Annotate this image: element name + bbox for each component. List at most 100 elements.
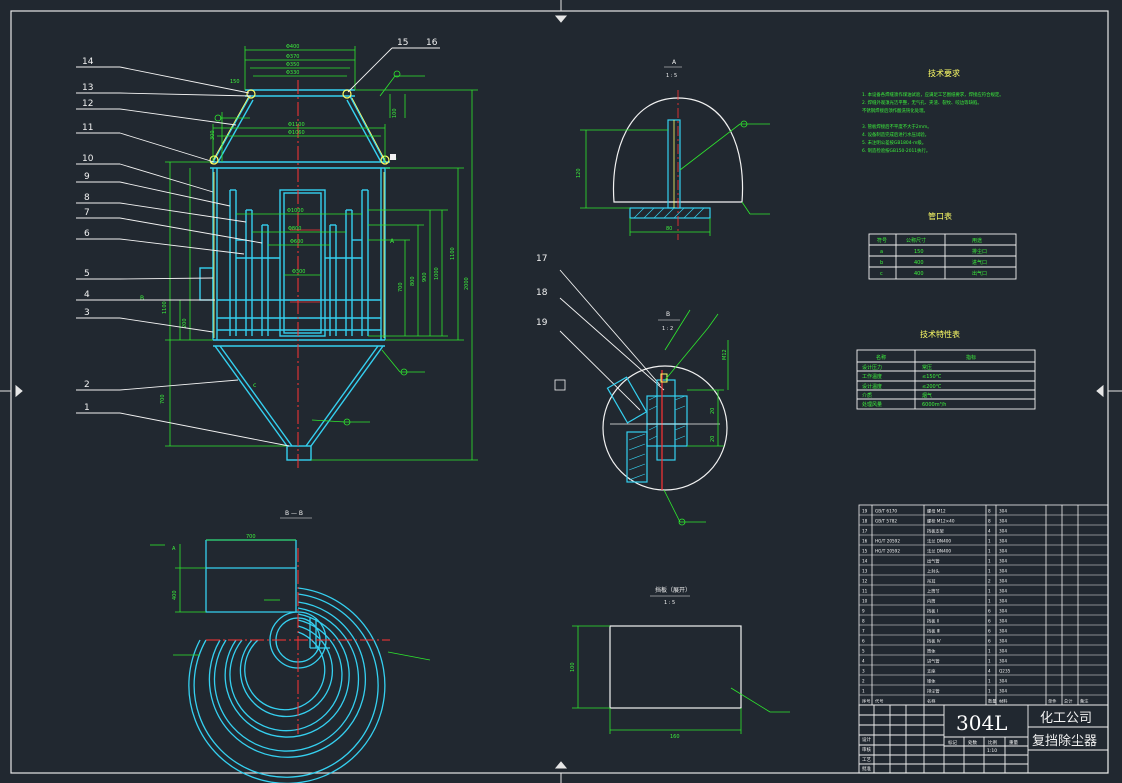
parts-cell: 进气管 [927,658,940,665]
parts-cell: 304 [999,619,1007,624]
svg-text:100: 100 [392,108,398,118]
parts-cell: 1 [988,649,991,654]
parts-cell: 8 [862,619,865,624]
svg-text:100: 100 [570,662,576,672]
notes-line-6: 5. 未注明公差按GB1804-m级。 [862,139,926,146]
parts-cell: 1 [988,589,991,594]
parts-cell: 19 [862,509,868,514]
notes-line-5: 4. 设备制造完成后进行水压试验。 [862,131,929,138]
parts-cell: 螺栓 M12×40 [927,518,955,525]
parts-header-cell: 数量 [988,698,996,705]
spec-header-value: 指标 [966,354,976,361]
svg-text:Φ800: Φ800 [288,226,301,232]
callout-2: 2 [84,380,90,390]
parts-cell: 上筒节 [927,588,940,595]
callout-13: 13 [82,83,93,93]
parts-cell: 304 [999,639,1007,644]
svg-text:300: 300 [210,130,216,140]
parts-cell: 304 [999,679,1007,684]
parts-cell: 6 [988,619,991,624]
parts-header-cell: 单件 [1048,698,1056,705]
title-scale-value: 1:10 [987,748,997,754]
parts-cell: 法兰 DN400 [927,538,951,545]
view-a-label: A [672,59,677,66]
nozzle-row-1-symbol: a [880,249,883,255]
notes-line-4: 3. 管板焊接后不平度不大于2mm。 [862,123,932,130]
spec-header-name: 名称 [876,354,886,361]
parts-cell: 15 [862,549,868,554]
callout-8: 8 [84,193,90,203]
svg-text:1100: 1100 [162,301,168,314]
svg-text:200: 200 [182,318,188,328]
svg-text:160: 160 [670,734,680,740]
view-b: B 1 : 2 [554,309,729,526]
parts-cell: 1 [988,539,991,544]
plate-view-label: 挡板（展开） [655,586,691,594]
parts-cell: 304 [999,509,1007,514]
parts-cell: 支座 [927,668,935,675]
notes-line-2: 2. 焊缝外观须光洁平整，无气孔、夹渣、裂纹、咬边等缺陷。 [862,99,982,106]
parts-header-cell: 名称 [927,698,935,705]
callout-10: 10 [82,154,94,164]
nozzle-row-3-symbol: c [880,271,883,277]
parts-cell: 1 [988,549,991,554]
parts-cell: 16 [862,539,868,544]
notes-line-3: 不锈钢焊接后须作酸洗钝化处理。 [862,107,928,114]
callout-4: 4 [84,290,90,300]
nozzle-row-3-size: 400 [914,271,924,277]
title-label-weight: 重量 [1009,739,1018,746]
parts-cell: 挡板支架 [927,528,944,535]
svg-text:Φ370: Φ370 [286,54,299,60]
parts-cell: 304 [999,579,1007,584]
parts-header-cell: 材料 [999,698,1008,705]
svg-text:1000: 1000 [434,267,440,280]
parts-cell: 5 [862,649,865,654]
nozzle-table: 管口表 符号 公称尺寸 用途 a 150 排尘口 b 400 进气口 c 400… [868,211,1017,280]
spec-row-5-value: 6000m³/h [922,402,946,408]
view-b-scale: 1 : 2 [662,326,673,332]
svg-text:2000: 2000 [464,277,470,290]
title-label-scale: 比例 [988,739,997,746]
title-label-count: 处数 [968,739,977,746]
svg-text:Φ330: Φ330 [286,70,299,76]
callout-5: 5 [84,269,90,279]
title-label-process: 工艺 [862,757,871,763]
parts-cell: Q235 [999,669,1011,674]
nozzle-row-2-use: 进气口 [972,259,987,266]
parts-cell: 挡板 Ⅳ [927,638,941,645]
callout-17: 17 [536,254,547,264]
callout-1: 1 [84,403,90,413]
parts-cell: 法兰 DN400 [927,548,951,555]
svg-text:800: 800 [410,276,416,286]
parts-cell: 2 [988,579,991,584]
nozzle-row-3-use: 出气口 [972,270,987,277]
parts-cell: 排尘管 [927,688,940,695]
parts-cell: 304 [999,519,1007,524]
spec-row-4-value: 烟气 [922,392,932,399]
parts-cell: 出气管 [927,558,940,565]
parts-cell: 304 [999,659,1007,664]
parts-cell: 304 [999,539,1007,544]
spec-row-3-name: 设计温度 [862,383,882,390]
svg-text:Φ600: Φ600 [290,239,303,245]
callout-16: 16 [426,38,438,48]
callout-15: 15 [397,38,408,48]
section-bb-label: B — B [285,510,303,517]
nozzle-row-1-size: 150 [914,249,924,255]
title-block: 304L 化工公司 复挡除尘器 设计 审核 工艺 批准 标记 处数 比例 重量 … [858,704,1109,774]
spec-table: 技术特性表 名称 指标 设计压力 常压 工作温度 ≤150℃ 设计温度 ≤200… [856,329,1036,410]
parts-cell: 10 [862,599,868,604]
parts-cell: 挡板 Ⅲ [927,628,940,635]
notes-title: 技术要求 [928,68,960,78]
svg-text:20: 20 [710,408,716,414]
title-label-review: 审核 [862,746,871,753]
parts-cell: 304 [999,649,1007,654]
parts-cell: 1 [988,569,991,574]
parts-cell: 304 [999,599,1007,604]
title-drawing-name: 复挡除尘器 [1032,734,1097,749]
callout-3: 3 [84,308,90,318]
parts-cell: GB/T 6170 [875,509,897,514]
callout-18: 18 [536,288,548,298]
callout-leaders [76,47,665,447]
